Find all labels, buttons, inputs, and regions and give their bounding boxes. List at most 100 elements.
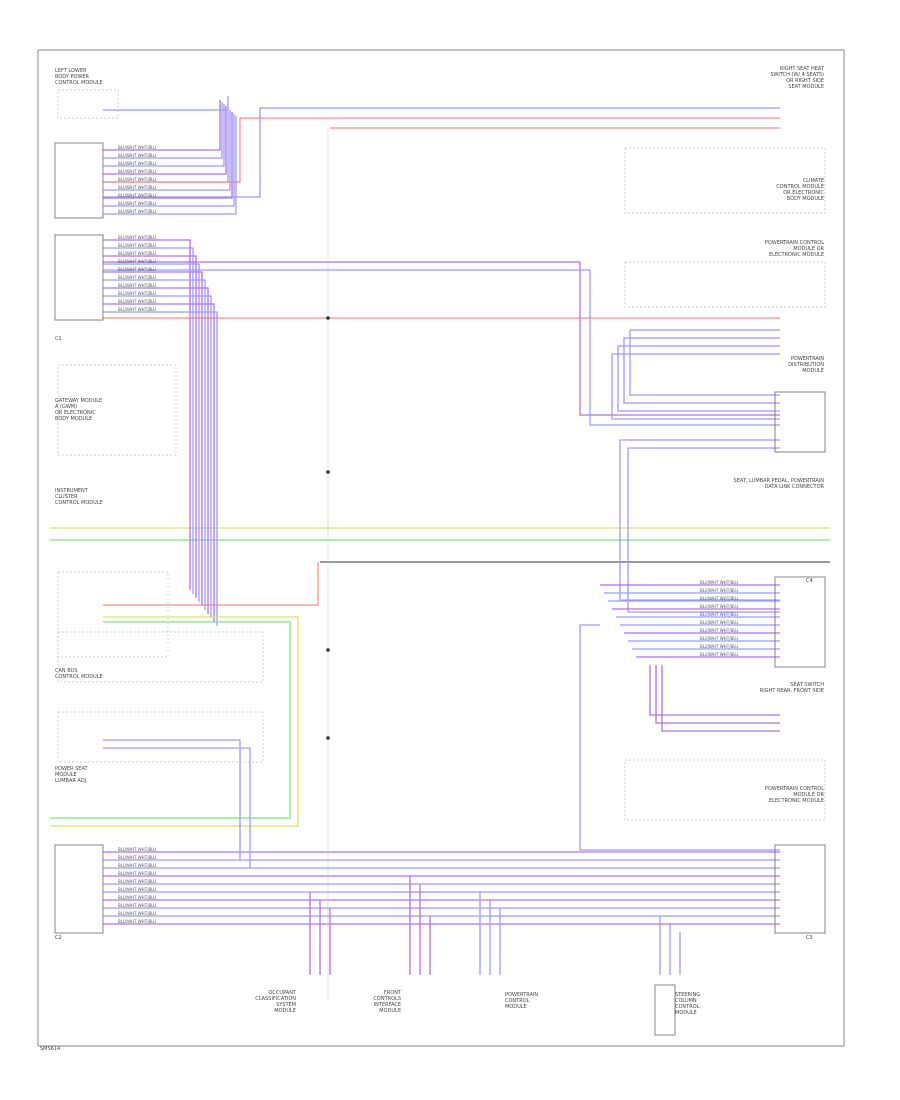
wire-color-label: BLU/WHT WHT/BLU	[118, 185, 156, 190]
wire-color-label: BLU/WHT WHT/BLU	[118, 275, 156, 280]
wire	[649, 665, 780, 716]
wire	[103, 100, 221, 151]
wire-color-label: BLU/WHT WHT/BLU	[700, 636, 738, 641]
wire-color-label: BLU/WHT WHT/BLU	[118, 243, 156, 248]
wire-color-label: BLU/WHT WHT/BLU	[118, 209, 156, 214]
wire-color-label: BLU/WHT WHT/BLU	[700, 612, 738, 617]
module-right-lower	[624, 759, 826, 821]
wire	[103, 107, 780, 198]
wire	[655, 665, 780, 724]
figure-id: SMS614	[40, 1046, 61, 1052]
connector-c4-label: C4	[806, 578, 813, 584]
wire	[103, 116, 237, 215]
wire	[103, 106, 227, 175]
wire	[611, 353, 780, 420]
connector-right-c4	[774, 576, 826, 668]
wire	[103, 739, 241, 860]
wire-color-label: BLU/WHT WHT/BLU	[118, 251, 156, 256]
wire-color-label: BLU/WHT WHT/BLU	[118, 161, 156, 166]
wire	[103, 114, 235, 207]
connector-c2-label: C2	[55, 935, 62, 941]
connector-c3-label: C3	[806, 935, 813, 941]
wire	[103, 271, 203, 606]
wire	[103, 303, 215, 622]
connector-left-mid	[54, 234, 104, 321]
connector-right-mid	[774, 391, 826, 453]
wire-yellow-vert	[50, 616, 299, 827]
wire-color-label: BLU/WHT WHT/BLU	[118, 193, 156, 198]
wire	[103, 261, 780, 416]
wire-color-label: BLU/WHT WHT/BLU	[700, 652, 738, 657]
wire	[103, 239, 191, 590]
connector-c1-label: C1	[55, 336, 62, 342]
wire	[103, 104, 225, 167]
wire	[661, 665, 780, 732]
wire-color-label: BLU/WHT WHT/BLU	[118, 299, 156, 304]
wire	[617, 345, 780, 412]
wire	[627, 447, 780, 613]
wire	[103, 279, 206, 610]
wire-color-label: BLU/WHT WHT/BLU	[118, 177, 156, 182]
module-right-climate	[624, 147, 826, 214]
wire-color-label: BLU/WHT WHT/BLU	[700, 620, 738, 625]
wire-color-label: BLU/WHT WHT/BLU	[118, 235, 156, 240]
splice-dot	[326, 470, 330, 474]
wire-color-label: BLU/WHT WHT/BLU	[118, 871, 156, 876]
wire-color-label: BLU/WHT WHT/BLU	[700, 644, 738, 649]
connector-left-upper	[54, 142, 104, 219]
wire-color-label: BLU/WHT WHT/BLU	[118, 863, 156, 868]
splice-dot	[326, 648, 330, 652]
label-layer: BLU/WHT WHT/BLU BLU/WHT WHT/BLU BLU/WHT WH…	[118, 145, 738, 924]
wire	[103, 269, 780, 426]
wire-color-label: BLU/WHT WHT/BLU	[118, 169, 156, 174]
wire-color-label: BLU/WHT WHT/BLU	[118, 283, 156, 288]
wire	[103, 102, 223, 159]
wire	[579, 624, 780, 851]
wire-layer	[50, 96, 830, 1000]
wire-color-label: BLU/WHT WHT/BLU	[118, 887, 156, 892]
wire-red-ctl	[103, 562, 319, 606]
wire	[619, 439, 780, 601]
module-right-power	[624, 261, 826, 308]
wire	[103, 255, 197, 598]
wire-color-label: BLU/WHT WHT/BLU	[118, 201, 156, 206]
module-left-seat	[57, 711, 264, 763]
wire	[103, 263, 200, 602]
wire-color-label: BLU/WHT WHT/BLU	[118, 903, 156, 908]
module-left-ctl2	[57, 631, 264, 683]
connector-bottom-4	[654, 984, 676, 1036]
wire	[103, 96, 229, 111]
wire-color-label: BLU/WHT WHT/BLU	[700, 588, 738, 593]
wire-color-label: BLU/WHT WHT/BLU	[700, 580, 738, 585]
wire	[623, 337, 780, 404]
wire	[103, 311, 218, 626]
wire-color-label: BLU/WHT WHT/BLU	[118, 911, 156, 916]
wire-color-label: BLU/WHT WHT/BLU	[700, 604, 738, 609]
wire	[103, 747, 251, 868]
wire-color-label: BLU/WHT WHT/BLU	[700, 596, 738, 601]
connector-layer	[54, 89, 826, 1036]
wire-color-label: BLU/WHT WHT/BLU	[118, 879, 156, 884]
wire	[629, 329, 780, 396]
wire-color-label: BLU/WHT WHT/BLU	[118, 291, 156, 296]
connector-left-lower	[54, 844, 104, 934]
splice-dot	[326, 736, 330, 740]
connector-right-lower	[774, 844, 826, 934]
splice-dot	[326, 316, 330, 320]
wire-red	[103, 117, 780, 183]
wire	[103, 110, 231, 191]
wire	[103, 112, 233, 199]
